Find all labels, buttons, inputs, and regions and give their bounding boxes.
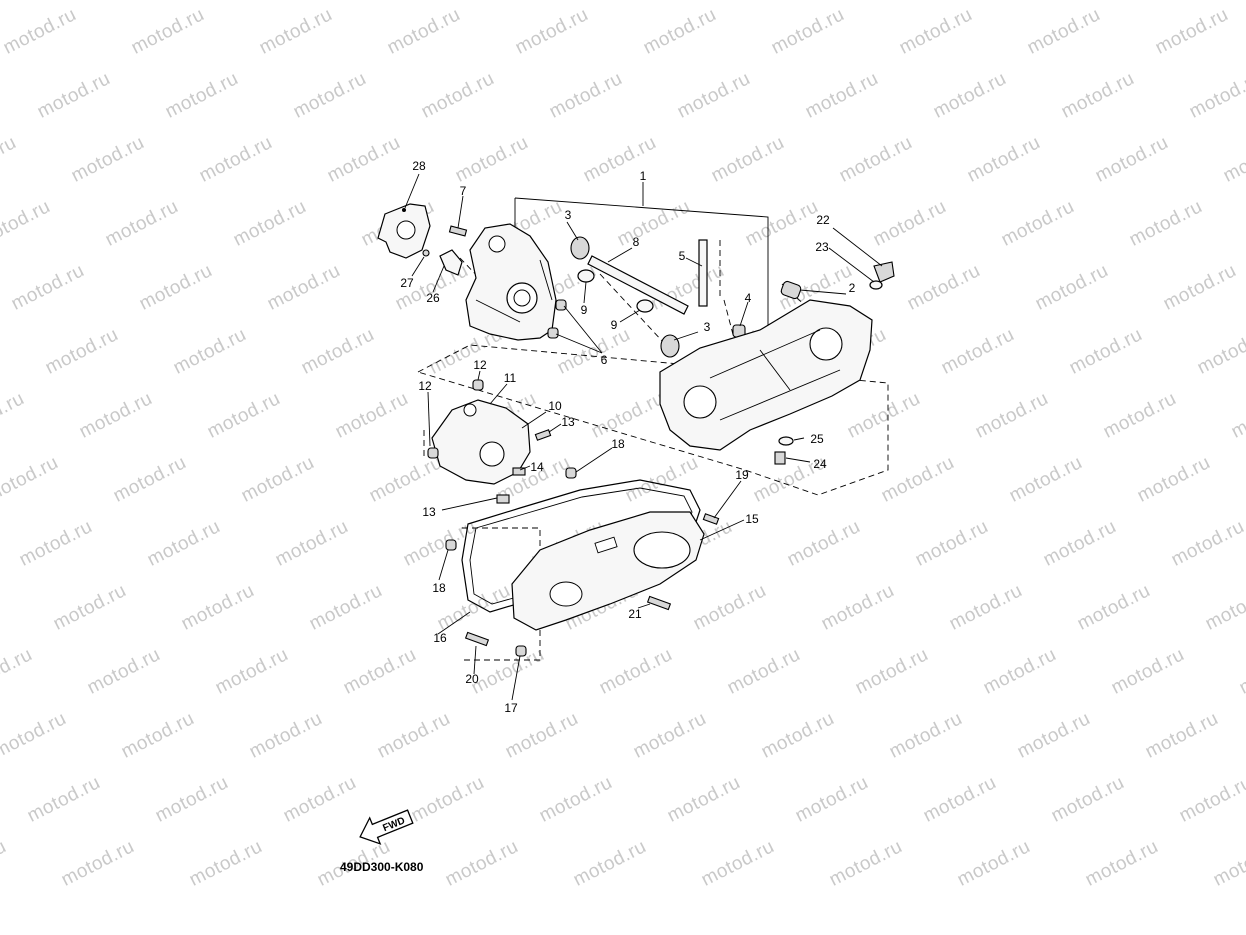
part-1-crankcase-left <box>465 223 557 341</box>
callout-27: 27 <box>400 276 414 290</box>
part-13-bolt <box>496 494 510 504</box>
part-6-dowel <box>547 327 559 339</box>
part-23-o-ring <box>869 280 883 290</box>
part-21-bolt <box>646 595 672 611</box>
group-outline-crankcase <box>417 344 889 496</box>
callout-28: 28 <box>412 159 426 173</box>
callout-20: 20 <box>465 672 479 686</box>
part-18-dowel <box>445 539 457 551</box>
callout-26: 26 <box>426 291 440 305</box>
callout-10: 10 <box>548 399 562 413</box>
callout-21: 21 <box>628 607 642 621</box>
part-12-dowel <box>427 447 439 459</box>
part-10-inner-cover <box>431 399 531 485</box>
diagram-code: 49DD300-K080 <box>340 860 424 874</box>
part-3-bearing <box>570 236 590 260</box>
callout-4: 4 <box>745 291 752 305</box>
part-15-outer-cover <box>511 511 705 631</box>
part-18-dowel <box>565 467 577 479</box>
callout-17: 17 <box>504 701 518 715</box>
callout-3-lower: 3 <box>704 320 711 334</box>
fwd-arrow-icon: FWD <box>359 809 414 845</box>
callout-22: 22 <box>816 213 830 227</box>
part-17-dowel <box>515 645 527 657</box>
callout-7: 7 <box>460 184 467 198</box>
callout-2: 2 <box>849 281 856 295</box>
callout-14: 14 <box>530 460 544 474</box>
callout-13: 13 <box>561 415 575 429</box>
part-9-washer <box>636 299 654 313</box>
part-20-bolt <box>464 631 490 647</box>
callout-25: 25 <box>810 432 824 446</box>
leader-lines <box>404 173 883 701</box>
callout-12-left: 12 <box>418 379 432 393</box>
part-22-cap <box>873 261 895 283</box>
part-14-bolt <box>512 467 526 476</box>
part-3-bearing <box>660 334 680 358</box>
callout-18-lower: 18 <box>432 581 446 595</box>
part-13-bolt <box>534 429 552 441</box>
callout-6: 6 <box>601 353 608 367</box>
callout-12: 12 <box>473 358 487 372</box>
callouts: 1 2 3 3 4 5 6 7 8 9 9 10 11 12 12 13 13 … <box>400 159 855 715</box>
callout-13-lower: 13 <box>422 505 436 519</box>
callout-15: 15 <box>745 512 759 526</box>
leader-1 <box>514 197 769 330</box>
part-25-washer <box>778 436 794 446</box>
dash-guide <box>599 273 665 344</box>
part-19-bolt <box>702 513 720 525</box>
callout-9: 9 <box>581 303 588 317</box>
callout-11: 11 <box>504 371 517 385</box>
part-24-drain-bolt <box>774 451 786 465</box>
part-7-bolt <box>448 225 468 237</box>
part-6-dowel <box>555 299 567 311</box>
part-5-rod <box>698 239 708 307</box>
callout-1: 1 <box>640 169 647 183</box>
callout-9-lower: 9 <box>611 318 618 332</box>
callout-8: 8 <box>633 235 640 249</box>
part-2-bushing <box>780 280 802 300</box>
callout-23: 23 <box>815 240 829 254</box>
part-8-shaft <box>587 255 689 315</box>
part-9-washer <box>577 269 595 283</box>
part-26-clip <box>439 249 463 276</box>
part-1-crankcase-right <box>659 299 873 451</box>
callout-3: 3 <box>565 208 572 222</box>
callout-5: 5 <box>679 249 686 263</box>
part-12-dowel <box>472 379 484 391</box>
callout-18: 18 <box>611 437 625 451</box>
part-27-screw <box>422 249 430 257</box>
callout-24: 24 <box>813 457 827 471</box>
callout-16: 16 <box>433 631 447 645</box>
dash-guide <box>723 299 737 347</box>
callout-19: 19 <box>735 468 749 482</box>
